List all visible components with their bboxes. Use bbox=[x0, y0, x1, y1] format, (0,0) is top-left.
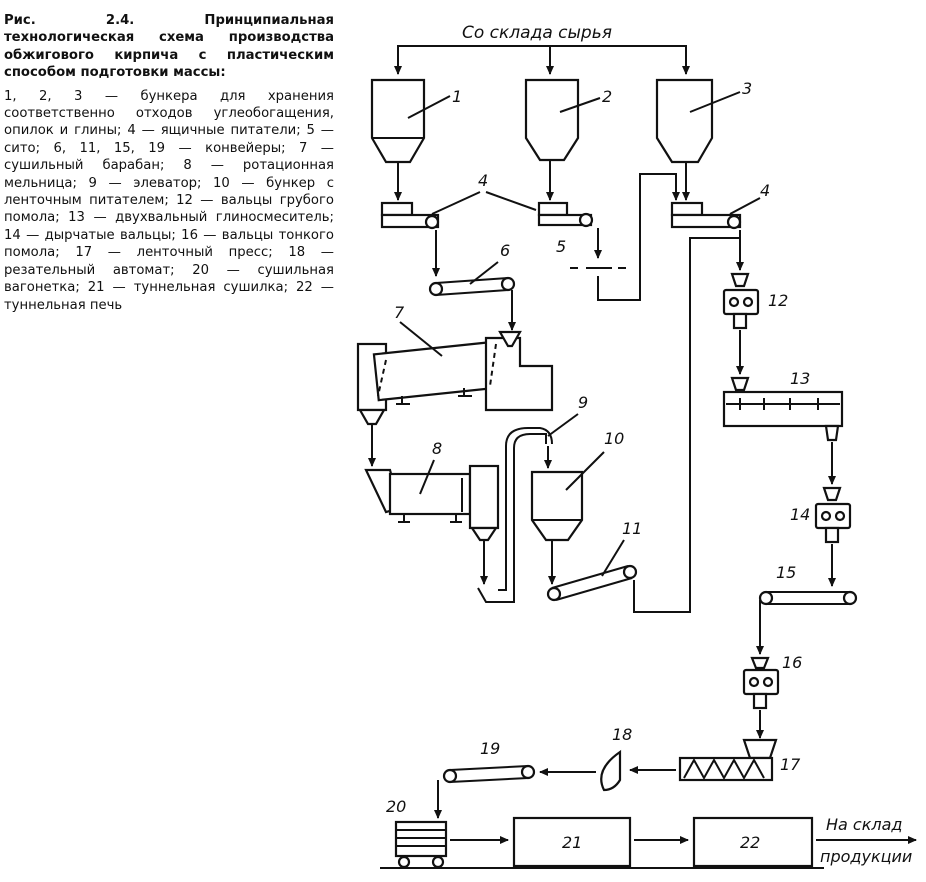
label-8: 8 bbox=[432, 439, 442, 458]
label-18: 18 bbox=[612, 725, 632, 744]
conveyor-6 bbox=[428, 276, 516, 297]
label-20: 20 bbox=[386, 797, 406, 816]
label-10: 10 bbox=[604, 429, 624, 448]
leader-9 bbox=[547, 413, 579, 437]
conveyor-11 bbox=[546, 564, 638, 602]
leader-4-right bbox=[729, 197, 761, 215]
box-feeder-3 bbox=[670, 201, 742, 230]
caption-title: Рис. 2.4. Принципиальная технологическая… bbox=[4, 13, 334, 81]
drying-cart-20 bbox=[394, 820, 448, 869]
bunker-1 bbox=[370, 78, 426, 164]
label-15: 15 bbox=[776, 563, 796, 582]
leader-2 bbox=[559, 97, 601, 113]
label-11: 11 bbox=[622, 519, 642, 538]
conveyor-15 bbox=[758, 590, 858, 606]
fine-rolls-16 bbox=[742, 656, 780, 710]
bunker-10-with-belt-feeder bbox=[530, 470, 584, 542]
label-13: 13 bbox=[790, 369, 810, 388]
label-3: 3 bbox=[742, 79, 752, 98]
box-feeder-2 bbox=[537, 201, 594, 228]
label-2: 2 bbox=[602, 87, 612, 106]
leader-10 bbox=[565, 451, 605, 491]
leader-11 bbox=[601, 539, 625, 577]
dest-label-2: продукции bbox=[820, 847, 912, 866]
belt-press-17 bbox=[678, 738, 778, 782]
leader-8 bbox=[419, 459, 435, 495]
leader-1 bbox=[407, 95, 451, 119]
rotary-mill-8 bbox=[364, 464, 500, 542]
box-feeder-1 bbox=[380, 201, 440, 230]
label-16: 16 bbox=[782, 653, 802, 672]
coarse-rolls-12 bbox=[722, 272, 760, 330]
leader-7 bbox=[399, 321, 443, 357]
bunker-3 bbox=[655, 78, 714, 164]
leader-4-left bbox=[431, 191, 481, 215]
label-4b: 4 bbox=[760, 181, 770, 200]
label-22: 22 bbox=[740, 833, 760, 852]
elevator-9 bbox=[477, 427, 553, 603]
label-14: 14 bbox=[790, 505, 810, 524]
figure-caption: Рис. 2.4. Принципиальная технологическая… bbox=[4, 12, 334, 314]
source-line bbox=[397, 45, 687, 70]
source-label: Со склада сырья bbox=[462, 23, 612, 43]
caption-legend: 1, 2, 3 — бункера для хранения соответст… bbox=[4, 88, 334, 313]
dest-label-1: На склад bbox=[826, 815, 902, 834]
label-17: 17 bbox=[780, 755, 801, 774]
tunnel-dryer-21 bbox=[512, 816, 632, 868]
label-7: 7 bbox=[394, 303, 405, 322]
sieve-to-feeder3-line bbox=[597, 173, 677, 301]
label-5: 5 bbox=[556, 237, 566, 256]
perforated-rolls-14 bbox=[814, 486, 852, 544]
leader-3 bbox=[689, 91, 741, 113]
drying-drum-7 bbox=[356, 330, 554, 426]
tunnel-kiln-22 bbox=[692, 816, 814, 868]
leader-6 bbox=[469, 261, 499, 285]
label-21: 21 bbox=[562, 833, 582, 852]
conveyor-19 bbox=[442, 764, 536, 784]
label-6: 6 bbox=[500, 241, 510, 260]
double-shaft-mixer-13 bbox=[722, 376, 844, 442]
leader-4-mid bbox=[485, 191, 537, 211]
bunker-2 bbox=[524, 78, 580, 162]
label-4a: 4 bbox=[478, 171, 488, 190]
label-19: 19 bbox=[480, 739, 500, 758]
label-1: 1 bbox=[452, 87, 462, 106]
cutting-machine-18 bbox=[600, 749, 622, 792]
label-12: 12 bbox=[768, 291, 788, 310]
label-9: 9 bbox=[578, 393, 588, 412]
